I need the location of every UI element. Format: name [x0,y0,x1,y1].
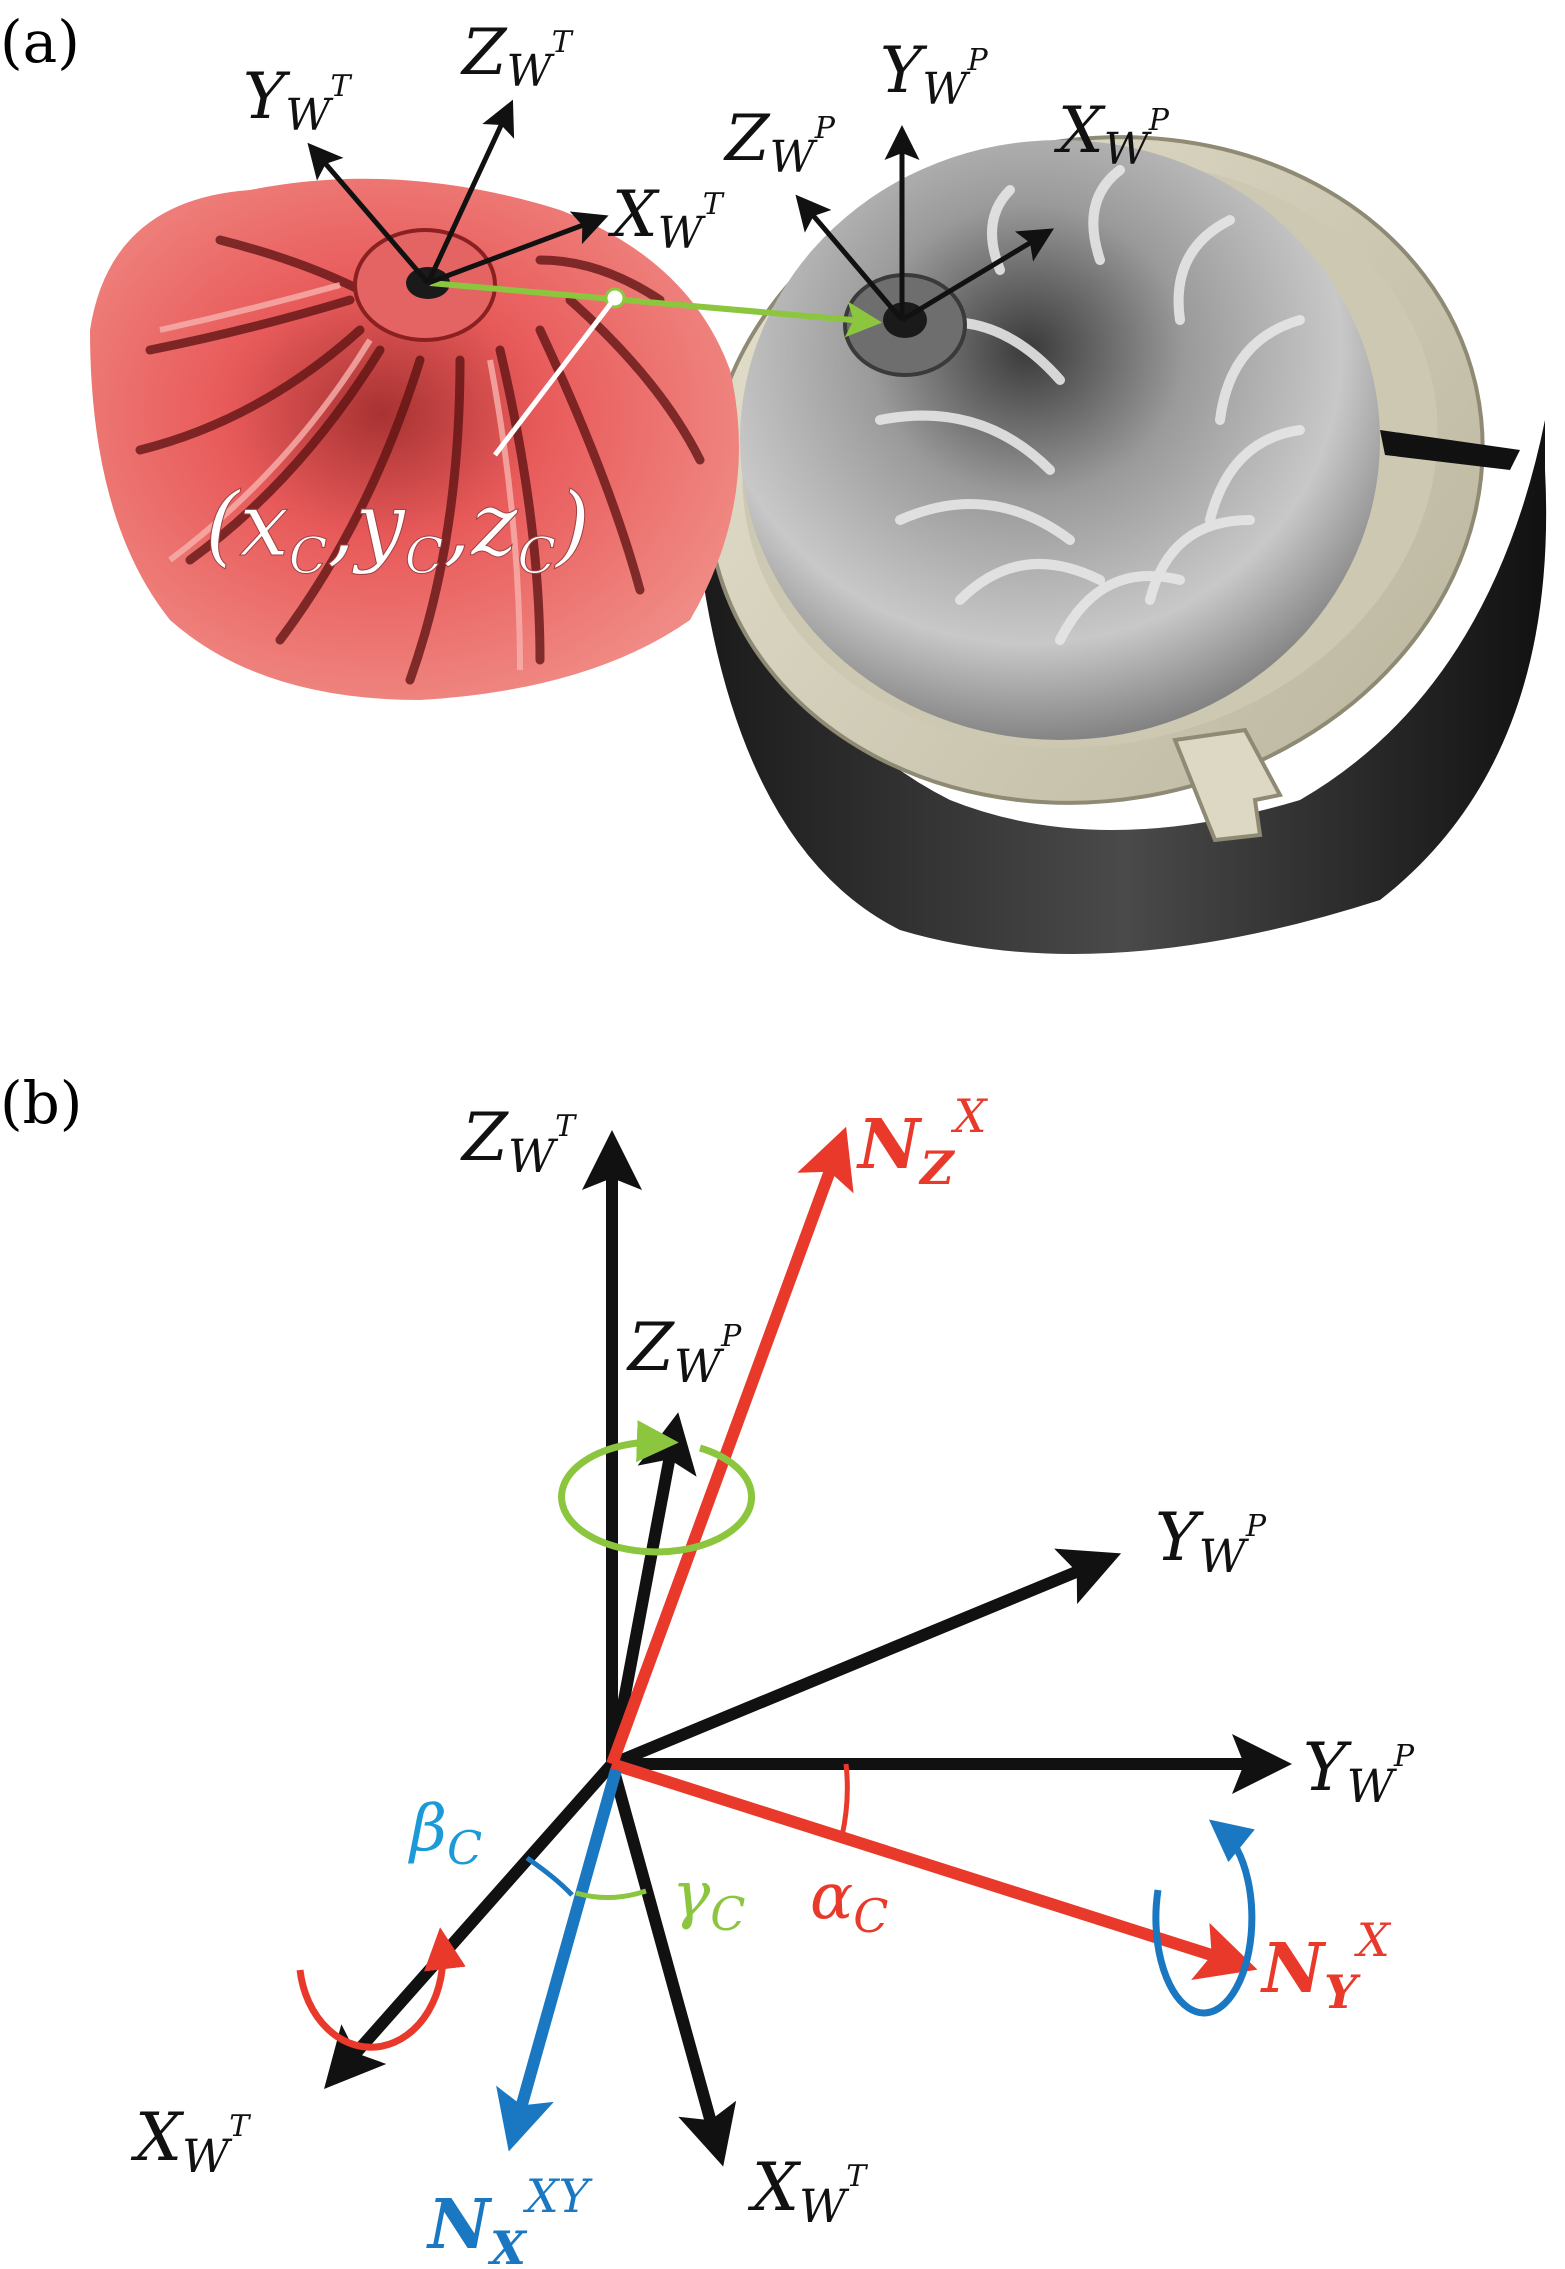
fixture-drum-body [700,420,1547,954]
b-nz-label: NZX [856,1089,989,1195]
panel-a-label: (a) [0,8,80,76]
a-zw-p-label: ZWP [723,102,836,183]
a-xw-t-label: XWT [607,178,725,259]
a-zw-t-axis [425,99,515,285]
ring-clamp-notch [1172,727,1284,843]
b-yw-p-upper-label: YWP [1155,1499,1267,1583]
a-xw-t-axis [427,211,609,286]
b-xw-t-left-label: XWT [130,2099,251,2183]
panel-b-label: (b) [0,1069,82,1137]
gamma-angle-arc [575,1888,647,1901]
rotation-about-zw-p [558,1420,756,1556]
b-alpha-label: αC [810,1860,888,1943]
b-beta-label: βC [408,1792,482,1875]
b-yw-p-lower-label: YWP [1303,1729,1415,1813]
a-xw-p-axis [900,228,1054,323]
b-xw-t-right-axis [606,1762,737,2167]
b-yw-p-upper-axis [609,1548,1122,1770]
b-zw-t-label: ZWT [460,1099,577,1183]
red-impeller-highlights [159,282,523,671]
panel-a: (a) [0,8,1547,954]
b-nx-vector [496,1768,622,2152]
alpha-angle-arc [839,1763,850,1837]
b-ny-vector [610,1758,1258,1981]
b-zw-p-axis [606,1412,697,1766]
a-xw-p-label: XWP [1053,94,1170,175]
panel-b: (b) ZWT ZWP YWP YWP XWT XWT NZX NYX NXXY… [0,1069,1415,2269]
fixture-part-illustration [700,135,1547,954]
a-zw-t-label: ZWT [460,16,574,97]
offset-leader-line [493,300,614,457]
rotation-about-ny [1152,1819,1256,2017]
red-impeller-blades [135,235,705,685]
a-yw-t-axis [307,142,430,285]
grey-impeller-disc [740,140,1380,740]
a-yw-p-label: YWP [880,34,988,115]
b-zw-p-label: ZWP [626,1309,742,1393]
b-xw-t-right-label: XWT [747,2149,868,2233]
b-nx-label: NXXY [426,2169,594,2269]
ring-slot-right [1380,430,1520,470]
rotation-about-xw-t [296,1927,466,2051]
b-ny-label: NYX [1260,1913,1392,2019]
beta-angle-arc [525,1855,574,1897]
b-xw-t-left-axis [324,1760,617,2089]
b-gamma-label: γC [672,1858,745,1941]
offset-coordinate-label: (xC,yC,zC) [205,473,590,585]
red-impeller-illustration [90,178,739,700]
grey-impeller-blades [875,165,1305,645]
translation-vector-arrow [429,280,883,338]
a-zw-p-axis [795,194,904,322]
a-yw-t-label: YWT [243,60,352,141]
b-nz-vector [606,1126,854,1767]
